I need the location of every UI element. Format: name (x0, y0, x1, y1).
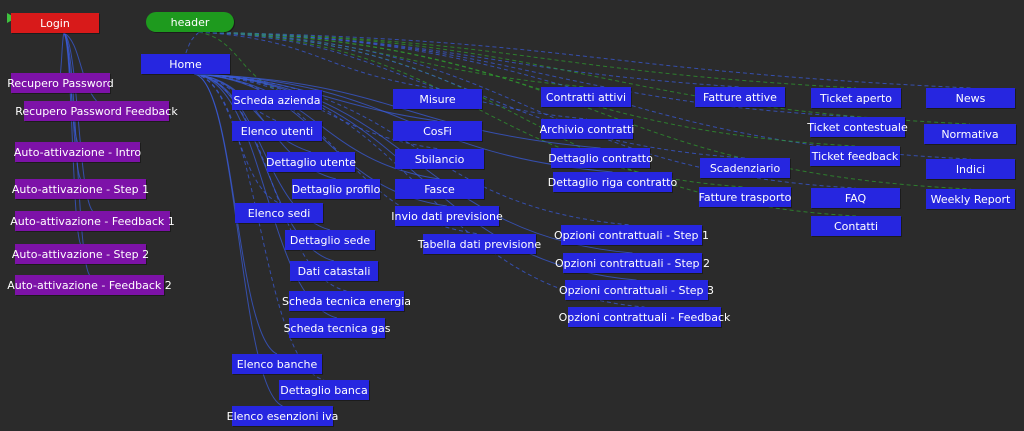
node-auto-attivazione-feedback-1[interactable]: Auto-attivazione - Feedback 1 (10, 211, 175, 231)
edge-header-7 (198, 31, 971, 125)
node-dati-catastali[interactable]: Dati catastali (290, 261, 378, 281)
node-recupero-password[interactable]: Recupero Password (7, 73, 114, 93)
node-elenco-utenti[interactable]: Elenco utenti (232, 121, 322, 141)
node-invio-dati-previsione[interactable]: Invio dati previsione (391, 206, 503, 226)
node-auto-attivazione-step-1[interactable]: Auto-attivazione - Step 1 (12, 179, 149, 199)
node-opzioni-step-3[interactable]: Opzioni contrattuali - Step 3 (559, 280, 714, 300)
node-dettaglio-banca[interactable]: Dettaglio banca (279, 380, 369, 400)
node-scheda-tecnica-gas[interactable]: Scheda tecnica gas (284, 318, 390, 338)
node-scheda-azienda[interactable]: Scheda azienda (232, 90, 322, 110)
node-recupero-password-feedback[interactable]: Recupero Password Feedback (15, 101, 178, 121)
node-elenco-esenzioni-iva[interactable]: Elenco esenzioni iva (227, 406, 338, 426)
node-indici[interactable]: Indici (926, 159, 1015, 179)
edge-header-6 (198, 31, 971, 89)
node-weekly-report[interactable]: Weekly Report (926, 189, 1015, 209)
node-login[interactable]: Login (11, 13, 99, 33)
node-opzioni-step-2[interactable]: Opzioni contrattuali - Step 2 (555, 253, 710, 273)
node-opzioni-step-1[interactable]: Opzioni contrattuali - Step 1 (554, 225, 709, 245)
node-sbilancio[interactable]: Sbilancio (395, 149, 484, 169)
node-faq[interactable]: FAQ (811, 188, 900, 208)
node-ticket-aperto[interactable]: Ticket aperto (811, 88, 901, 108)
node-auto-attivazione-step-2[interactable]: Auto-attivazione - Step 2 (12, 244, 149, 264)
node-elenco-banche[interactable]: Elenco banche (232, 354, 322, 374)
node-fatture-trasporto[interactable]: Fatture trasporto (699, 187, 791, 207)
node-scheda-tecnica-energia[interactable]: Scheda tecnica energia (282, 291, 411, 311)
edge-header-0 (185, 31, 200, 55)
node-scadenziario[interactable]: Scadenziario (700, 158, 790, 178)
node-ticket-feedback[interactable]: Ticket feedback (810, 146, 900, 166)
node-normativa[interactable]: Normativa (924, 124, 1016, 144)
node-news[interactable]: News (926, 88, 1015, 108)
node-dettaglio-riga-contratto[interactable]: Dettaglio riga contratto (548, 172, 677, 192)
node-contatti[interactable]: Contatti (811, 216, 901, 236)
node-auto-attivazione-feedback-2[interactable]: Auto-attivazione - Feedback 2 (7, 275, 172, 295)
node-home[interactable]: Home (141, 54, 230, 74)
node-fatture-attive[interactable]: Fatture attive (695, 87, 785, 107)
node-opzioni-feedback[interactable]: Opzioni contrattuali - Feedback (559, 307, 730, 327)
node-cosfi[interactable]: CosFi (393, 121, 482, 141)
node-archivio-contratti[interactable]: Archivio contratti (540, 119, 634, 139)
node-tabella-dati-previsione[interactable]: Tabella dati previsione (418, 234, 541, 254)
edge-header-2 (198, 31, 438, 90)
node-auto-attivazione-intro[interactable]: Auto-attivazione - Intro (14, 142, 141, 162)
edge-header-4 (198, 31, 741, 88)
node-dettaglio-utente[interactable]: Dettaglio utente (266, 152, 356, 172)
node-ticket-contestuale[interactable]: Ticket contestuale (807, 117, 908, 137)
node-fasce[interactable]: Fasce (395, 179, 484, 199)
edge-header-3 (198, 31, 587, 88)
node-elenco-sedi[interactable]: Elenco sedi (235, 203, 323, 223)
node-dettaglio-sede[interactable]: Dettaglio sede (285, 230, 375, 250)
edge-login-0 (60, 32, 65, 74)
node-misure[interactable]: Misure (393, 89, 482, 109)
node-header[interactable]: header (146, 12, 234, 32)
edge-header-5 (198, 31, 857, 89)
node-dettaglio-profilo[interactable]: Dettaglio profilo (292, 179, 380, 199)
node-dettaglio-contratto[interactable]: Dettaglio contratto (548, 148, 653, 168)
node-contratti-attivi[interactable]: Contratti attivi (541, 87, 631, 107)
